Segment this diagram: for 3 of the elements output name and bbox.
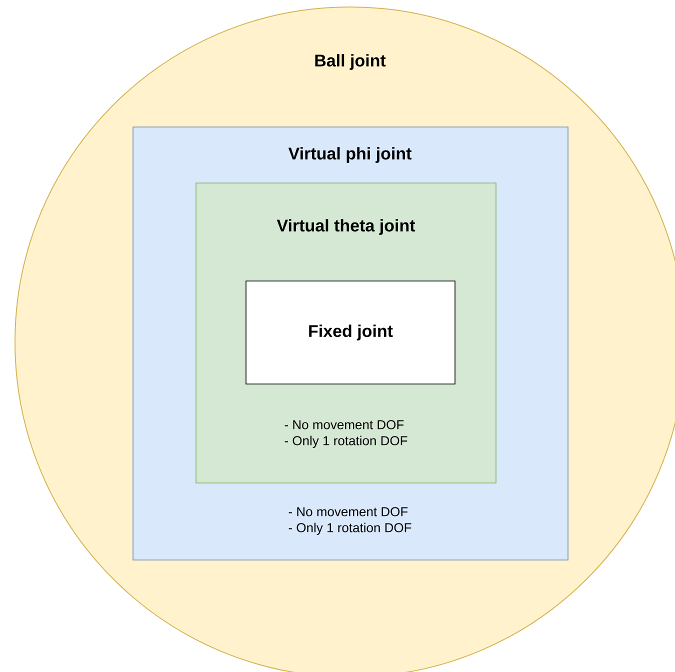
bullet-list: - No movement DOF - Only 1 rotation DOF	[288, 507, 412, 535]
bullet-list: - No movement DOF - Only 1 rotation DOF	[284, 420, 408, 448]
process-box: Fixed joint	[246, 280, 456, 384]
